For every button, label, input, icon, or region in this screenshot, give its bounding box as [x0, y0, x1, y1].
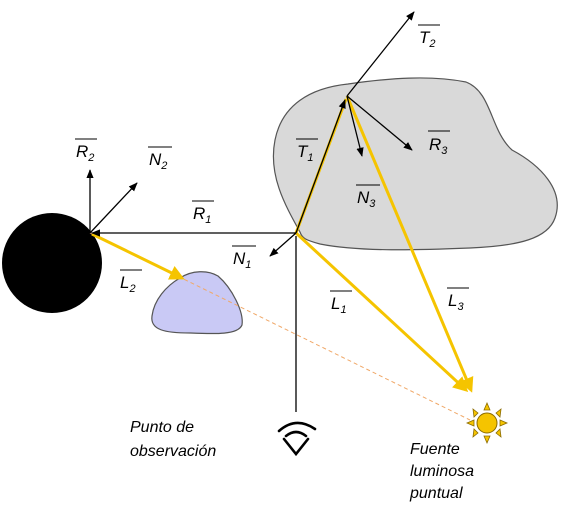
- svg-text:N2: N2: [149, 150, 167, 172]
- gray-object: [272, 77, 558, 251]
- svg-text:R3: R3: [429, 135, 448, 157]
- svg-text:T2: T2: [419, 28, 436, 50]
- vector-r3: [346, 95, 413, 151]
- svg-text:R2: R2: [76, 142, 94, 164]
- label-l2: L2: [120, 269, 142, 295]
- vector-t2: [346, 11, 415, 97]
- svg-text:R1: R1: [193, 204, 211, 226]
- ray-l2: [91, 232, 185, 280]
- label-l3: L3: [447, 287, 469, 313]
- label-t1: T1: [296, 138, 318, 164]
- vector-n2: [89, 182, 138, 234]
- ray-l1: [294, 231, 469, 393]
- svg-text:N1: N1: [233, 249, 251, 271]
- svg-text:N3: N3: [357, 188, 376, 210]
- vector-n3: [346, 95, 364, 157]
- label-r2: R2: [75, 138, 97, 164]
- sun-icon: [465, 401, 509, 445]
- label-r1: R1: [192, 200, 214, 226]
- svg-text:L3: L3: [448, 291, 464, 313]
- svg-text:L2: L2: [120, 273, 136, 295]
- label-r3: R3: [428, 130, 450, 157]
- vector-t1: [295, 99, 346, 234]
- label-n1: N1: [232, 245, 256, 271]
- ray-l3: [345, 95, 474, 393]
- black-sphere: [2, 213, 102, 313]
- lilac-object: [151, 271, 243, 335]
- label-n2: N2: [148, 146, 172, 172]
- svg-text:L1: L1: [331, 294, 347, 316]
- label-l1: L1: [330, 290, 352, 316]
- label-n3: N3: [356, 184, 380, 210]
- label-t2: T2: [418, 24, 440, 50]
- svg-text:T1: T1: [297, 142, 314, 164]
- vector-n1: [269, 232, 297, 257]
- eye-icon: [277, 421, 317, 457]
